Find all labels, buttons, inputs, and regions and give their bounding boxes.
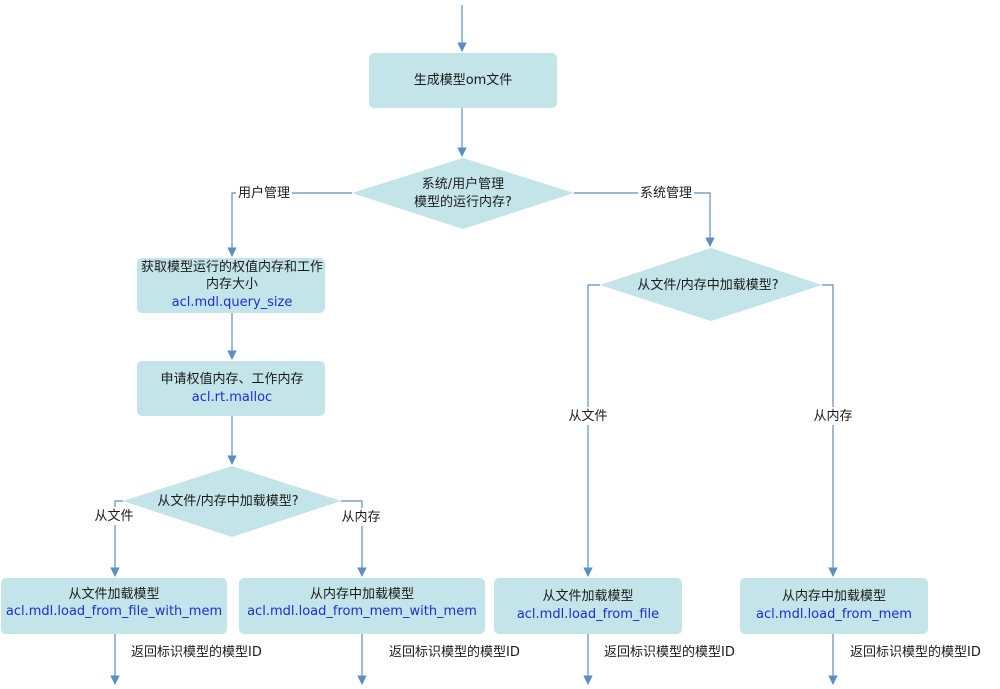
- edge-right-from-mem: [822, 284, 838, 577]
- edge-left-from-file: [110, 500, 123, 577]
- node-malloc: 申请权值内存、工作内存 acl.rt.malloc: [137, 361, 325, 416]
- query-size-api: acl.mdl.query_size: [172, 295, 293, 310]
- label-from-mem-right: 从内存: [813, 408, 852, 424]
- edge-right-from-file: [583, 284, 600, 577]
- load-file-api: acl.mdl.load_from_file: [517, 607, 659, 622]
- load-mem-with-mem-api: acl.mdl.load_from_mem_with_mem: [247, 604, 477, 619]
- mem-decision-line2: 模型的运行内存?: [414, 194, 512, 210]
- node-load-file-with-mem: 从文件加载模型 acl.mdl.load_from_file_with_mem: [1, 578, 227, 634]
- load-decision-left-label: 从文件/内存中加载模型?: [157, 493, 298, 509]
- load-file-with-mem-api: acl.mdl.load_from_file_with_mem: [6, 604, 222, 619]
- label-return-id-3: 返回标识模型的模型ID: [604, 644, 735, 660]
- node-load-decision-left: 从文件/内存中加载模型?: [123, 466, 341, 537]
- edge-labels: 用户管理 系统管理 从文件 从内存 从文件 从内存 返回标识模型的模型ID 返回…: [92, 184, 981, 660]
- query-size-line2: 内存大小: [206, 276, 258, 292]
- label-from-file-right: 从文件: [568, 409, 607, 424]
- label-return-id-2: 返回标识模型的模型ID: [389, 644, 520, 660]
- query-size-line1: 获取模型运行的权值内存和工作: [141, 259, 323, 275]
- node-load-mem: 从内存中加载模型 acl.mdl.load_from_mem: [740, 578, 928, 634]
- node-load-file: 从文件加载模型 acl.mdl.load_from_file: [494, 578, 682, 634]
- gen-om-label: 生成模型om文件: [414, 73, 513, 88]
- load-mem-with-mem-label: 从内存中加载模型: [310, 586, 414, 602]
- node-mem-decision: 系统/用户管理 模型的运行内存?: [352, 158, 574, 229]
- load-mem-api: acl.mdl.load_from_mem: [756, 607, 912, 622]
- label-return-id-1: 返回标识模型的模型ID: [131, 644, 262, 660]
- label-user-managed: 用户管理: [238, 185, 290, 201]
- load-file-with-mem-label: 从文件加载模型: [68, 587, 159, 602]
- load-mem-label: 从内存中加载模型: [782, 588, 886, 604]
- edges: [110, 5, 838, 685]
- malloc-api: acl.rt.malloc: [192, 390, 272, 405]
- node-load-mem-with-mem: 从内存中加载模型 acl.mdl.load_from_mem_with_mem: [239, 578, 485, 634]
- mem-decision-line1: 系统/用户管理: [422, 176, 504, 192]
- malloc-line1: 申请权值内存、工作内存: [160, 371, 303, 387]
- edge-user-managed: [227, 192, 352, 257]
- node-query-size: 获取模型运行的权值内存和工作 内存大小 acl.mdl.query_size: [137, 258, 325, 313]
- load-decision-right-label: 从文件/内存中加载模型?: [637, 277, 778, 293]
- node-gen-om: 生成模型om文件: [369, 53, 557, 108]
- edge-system-managed: [574, 192, 715, 247]
- edge-left-from-mem: [341, 500, 367, 577]
- label-from-mem-left: 从内存: [341, 509, 380, 525]
- label-from-file-left: 从文件: [94, 509, 133, 524]
- node-load-decision-right: 从文件/内存中加载模型?: [600, 248, 822, 321]
- load-file-label: 从文件加载模型: [542, 589, 633, 604]
- label-return-id-4: 返回标识模型的模型ID: [850, 644, 981, 660]
- label-system-managed: 系统管理: [640, 186, 692, 201]
